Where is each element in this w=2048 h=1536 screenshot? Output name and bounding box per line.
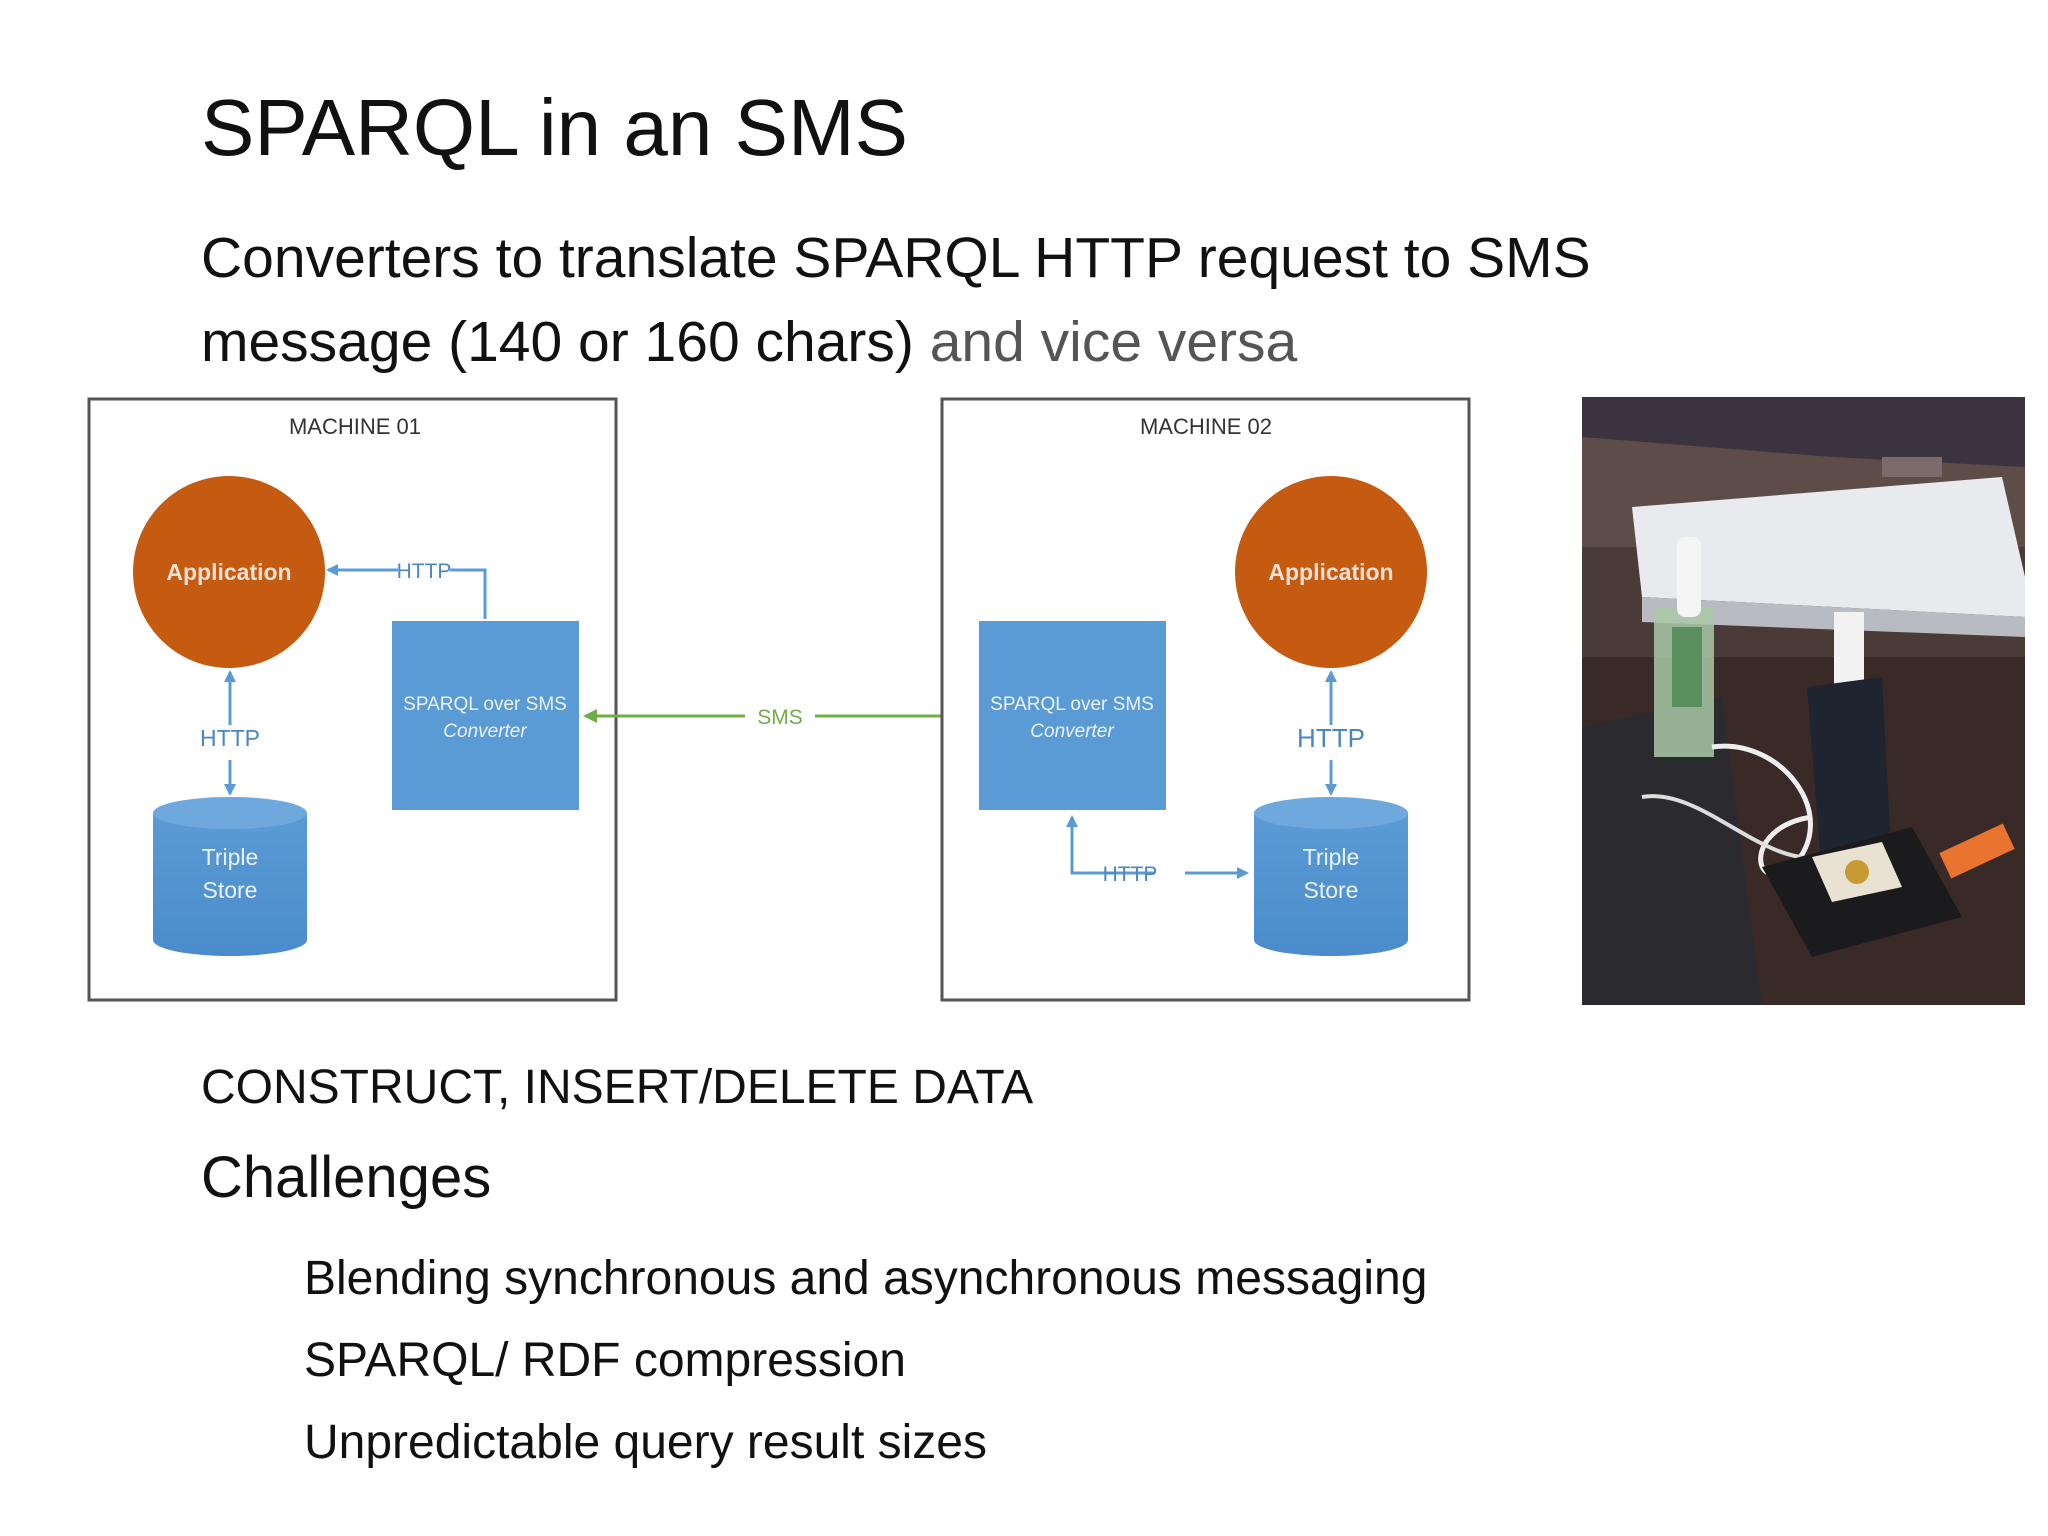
hardware-photo-icon <box>1582 397 2025 1005</box>
converter-node <box>979 621 1166 810</box>
triple-store-node <box>1254 797 1408 956</box>
triple-store-node <box>153 797 307 956</box>
application-node <box>1235 476 1427 668</box>
http-label-bottom: HTTP <box>1103 863 1158 886</box>
converter-label-1: SPARQL over SMS <box>403 694 567 715</box>
converter-node <box>392 621 579 810</box>
challenges-heading: Challenges <box>201 1145 492 1210</box>
challenges-list: Blending synchronous and asynchronous me… <box>304 1238 1427 1484</box>
http-arrow-to-converter <box>1066 815 1155 875</box>
operations-text: CONSTRUCT, INSERT/DELETE DATA <box>201 1061 1034 1114</box>
sms-link: SMS <box>583 706 975 729</box>
store-label-2: Store <box>1304 877 1359 903</box>
http-label-side: HTTP <box>200 725 260 751</box>
hardware-photo <box>1582 397 2025 1005</box>
application-label: Application <box>166 559 291 585</box>
converter-label-2: Converter <box>1030 721 1114 742</box>
sms-label: SMS <box>757 706 803 729</box>
subtitle-main: Converters to translate SPARQL HTTP requ… <box>201 226 1591 374</box>
machine-01: MACHINE 01 Application SPARQL over SMS C… <box>87 397 618 1002</box>
store-label-1: Triple <box>202 844 259 870</box>
application-node <box>133 476 325 668</box>
list-item: Blending synchronous and asynchronous me… <box>304 1252 1428 1305</box>
converter-label-2: Converter <box>443 721 527 742</box>
list-item: Unpredictable query result sizes <box>304 1416 987 1469</box>
architecture-diagram: MACHINE 01 Application SPARQL over SMS C… <box>87 397 1471 1002</box>
machine-02-label: MACHINE 02 <box>1140 414 1272 439</box>
http-label-side: HTTP <box>1297 723 1365 753</box>
application-label: Application <box>1268 559 1393 585</box>
http-label-top: HTTP <box>397 560 452 583</box>
store-label-2: Store <box>203 877 258 903</box>
machine-02: MACHINE 02 SPARQL over SMS Converter App… <box>940 397 1471 1002</box>
subtitle-tail: and vice versa <box>913 310 1298 374</box>
converter-label-1: SPARQL over SMS <box>990 694 1154 715</box>
machine-01-label: MACHINE 01 <box>289 414 421 439</box>
slide-title: SPARQL in an SMS <box>201 83 908 172</box>
slide-subtitle: Converters to translate SPARQL HTTP requ… <box>201 216 1761 384</box>
list-item: SPARQL/ RDF compression <box>304 1334 906 1387</box>
store-label-1: Triple <box>1303 844 1360 870</box>
